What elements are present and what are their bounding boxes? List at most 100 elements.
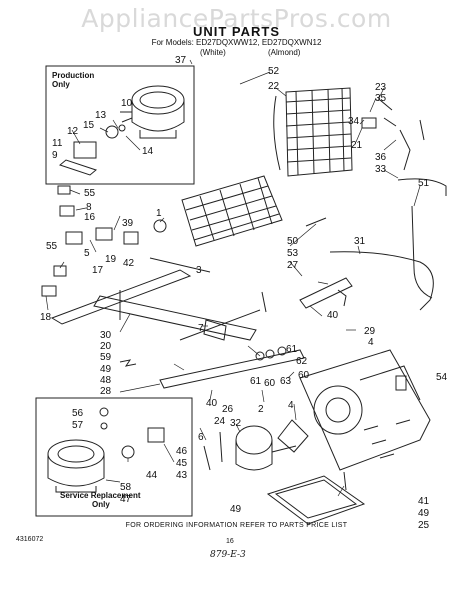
callout-24: 24 <box>214 416 226 427</box>
production-label-1: Production <box>52 71 94 80</box>
callout-59: 59 <box>100 352 112 363</box>
callout-60b: 60 <box>298 370 310 381</box>
screw-41 <box>343 471 347 491</box>
callout-49a: 49 <box>100 364 112 375</box>
callout-57: 57 <box>72 420 84 431</box>
part-27 <box>299 277 353 309</box>
callout-48: 48 <box>100 375 112 386</box>
drier-bracket <box>379 99 397 127</box>
callout-36: 36 <box>375 152 387 163</box>
callout-3: 3 <box>196 265 202 276</box>
callout-30: 30 <box>100 330 112 341</box>
callout-22: 22 <box>268 81 280 92</box>
part-57 <box>100 422 108 430</box>
model-list: For Models: ED27DQXWW12, ED27DQXWN12 <box>151 38 322 47</box>
callout-4a: 4 <box>368 337 374 348</box>
fan-motor <box>203 425 297 471</box>
callout-39: 39 <box>122 218 134 229</box>
part-18-clip <box>41 285 57 297</box>
callout-15: 15 <box>83 120 95 131</box>
rail-48 <box>159 349 305 389</box>
callout-43: 43 <box>176 470 188 481</box>
terminal-cover <box>58 159 98 176</box>
tube-31 <box>329 251 434 311</box>
callout-17: 17 <box>92 265 104 276</box>
overload-service <box>121 445 135 459</box>
variant-almond: (Almond) <box>268 48 301 57</box>
callout-14: 14 <box>142 146 154 157</box>
callout-31: 31 <box>354 236 366 247</box>
callout-44: 44 <box>146 470 158 481</box>
part-1 <box>153 219 167 233</box>
part-42 <box>123 231 139 245</box>
callout-8: 8 <box>86 202 92 213</box>
callout-49b: 49 <box>230 504 242 515</box>
bracket-7 <box>203 319 227 341</box>
callout-62: 62 <box>296 356 308 367</box>
callout-25: 25 <box>418 520 430 531</box>
callout-35: 35 <box>375 93 387 104</box>
part-17 <box>95 227 113 241</box>
part-8 <box>59 205 75 217</box>
callout-45: 45 <box>176 458 188 469</box>
callout-1: 1 <box>156 208 162 219</box>
service-label-1: Service Replacement <box>60 491 141 500</box>
callout-41: 41 <box>418 496 430 507</box>
callout-52: 52 <box>268 66 280 77</box>
part-55a <box>57 185 71 195</box>
ordering-note: FOR ORDERING INFORMATION REFER TO PARTS … <box>125 522 348 529</box>
callout-51: 51 <box>418 178 430 189</box>
callout-55b: 55 <box>46 241 58 252</box>
part-56 <box>99 407 109 417</box>
overload-part <box>105 125 119 139</box>
part-55b <box>53 265 67 277</box>
service-replacement-box <box>35 397 193 517</box>
screw-53 <box>261 291 267 313</box>
fan-blade <box>277 419 309 453</box>
callout-63: 63 <box>280 376 292 387</box>
production-only-box <box>45 65 195 185</box>
suction-line <box>411 205 433 299</box>
page-title: UNIT PARTS <box>192 24 281 39</box>
fan-shroud <box>299 349 431 471</box>
callout-33: 33 <box>375 164 387 175</box>
callout-46: 46 <box>176 446 188 457</box>
relay-service <box>147 427 165 443</box>
callout-55a: 55 <box>84 188 96 199</box>
callout-60a: 60 <box>264 378 276 389</box>
callout-61b: 61 <box>250 376 262 387</box>
callout-16: 16 <box>84 212 96 223</box>
callout-54: 54 <box>436 372 448 383</box>
callout-23: 23 <box>375 82 387 93</box>
callout-13: 13 <box>95 110 107 121</box>
callout-2: 2 <box>258 404 264 415</box>
watermark: AppliancePartsPros.com <box>81 4 392 33</box>
refrigerant-line <box>397 178 447 196</box>
drain-pan <box>266 475 366 525</box>
part-5 <box>65 231 83 245</box>
callout-20: 20 <box>100 341 112 352</box>
relay-part <box>73 141 97 159</box>
callout-42: 42 <box>123 258 135 269</box>
callout-49c: 49 <box>418 508 430 519</box>
callout-7: 7 <box>198 323 204 334</box>
compressor-production <box>120 85 185 139</box>
callout-5: 5 <box>84 248 90 259</box>
condenser-coil <box>273 87 353 177</box>
callout-26: 26 <box>222 404 234 415</box>
capillary-tube <box>399 119 425 171</box>
callout-50: 50 <box>287 236 299 247</box>
callout-53: 53 <box>287 248 299 259</box>
callout-18: 18 <box>40 312 52 323</box>
callout-10: 10 <box>121 98 133 109</box>
variant-white: (White) <box>200 48 226 57</box>
handwritten-code: 879-E-3 <box>210 550 246 560</box>
callout-4b: 4 <box>288 400 294 411</box>
callout-6: 6 <box>198 432 204 443</box>
spring-part <box>119 359 137 367</box>
callout-19: 19 <box>105 254 117 265</box>
compressor-service <box>47 439 105 493</box>
callout-37: 37 <box>175 55 187 66</box>
callout-34: 34 <box>348 116 360 127</box>
